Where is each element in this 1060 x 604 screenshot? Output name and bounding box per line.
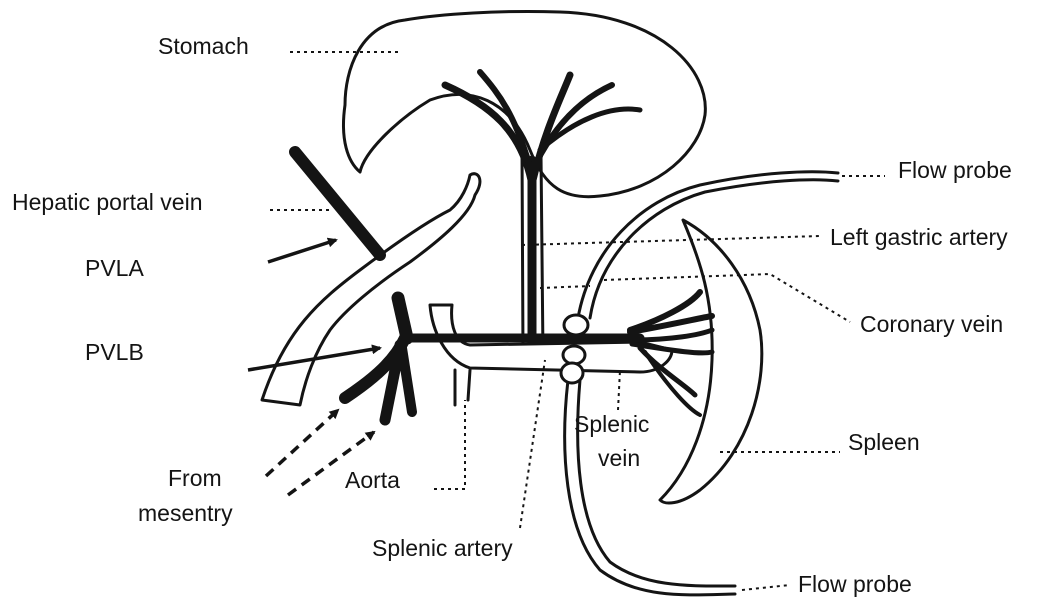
label-mesentry: mesentry — [138, 500, 233, 526]
portal-tube — [262, 174, 480, 405]
label-hepatic-portal-vein: Hepatic portal vein — [12, 189, 203, 215]
label-splenic-artery: Splenic artery — [372, 535, 513, 561]
aorta-lines — [455, 370, 470, 405]
label-pvla: PVLA — [85, 255, 144, 281]
label-pvlb: PVLB — [85, 339, 144, 365]
label-from: From — [168, 465, 222, 491]
label-spleen: Spleen — [848, 429, 920, 455]
stomach-shape — [343, 11, 705, 196]
label-left-gastric-artery: Left gastric artery — [830, 224, 1008, 250]
label-flow-probe-top: Flow probe — [898, 157, 1012, 183]
label-stomach: Stomach — [158, 33, 249, 59]
label-aorta: Aorta — [345, 467, 400, 493]
label-splenic: Splenic — [574, 411, 649, 437]
pvla-arrow — [268, 240, 336, 262]
mesentery-arrow-1 — [266, 410, 338, 476]
label-vein: vein — [598, 445, 640, 471]
spleen-shape — [660, 220, 762, 503]
label-flow-probe-bottom: Flow probe — [798, 571, 912, 597]
probe-heads — [561, 315, 588, 383]
label-coronary-vein: Coronary vein — [860, 311, 1003, 337]
